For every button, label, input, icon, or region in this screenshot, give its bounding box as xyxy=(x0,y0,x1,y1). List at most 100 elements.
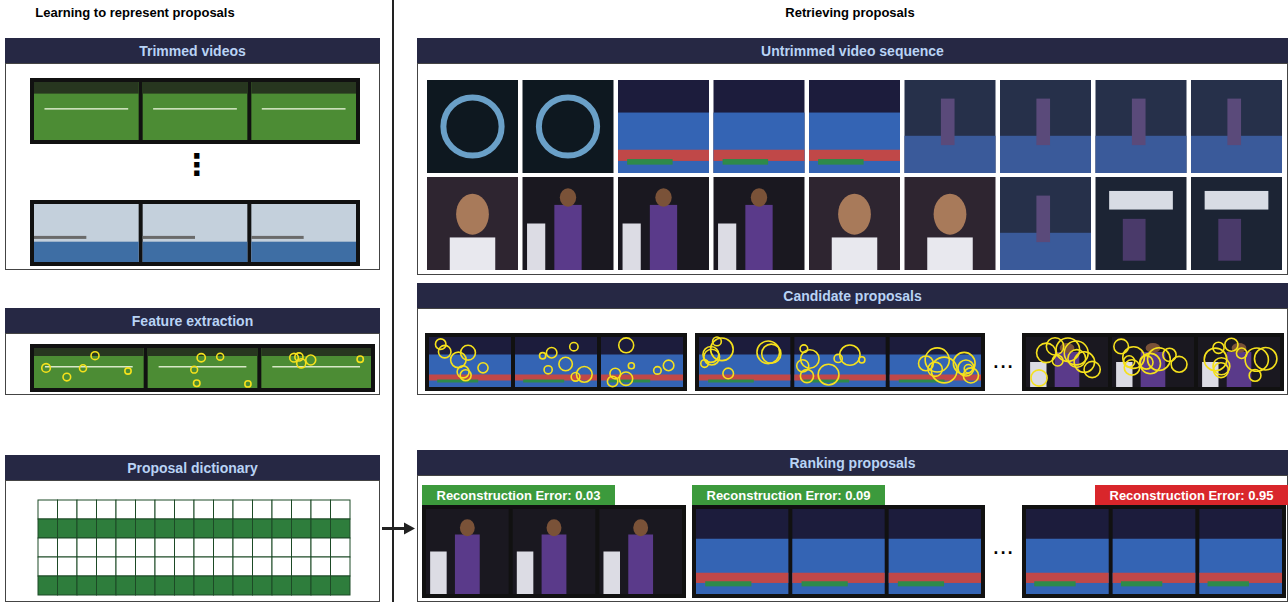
dictionary-cell xyxy=(311,557,331,576)
dictionary-cell xyxy=(116,500,136,519)
feature-circle xyxy=(723,368,734,379)
feature-circle xyxy=(80,365,87,372)
dictionary-cell xyxy=(331,557,351,576)
shape xyxy=(143,82,248,140)
score-badge: Reconstruction Error: 0.03 xyxy=(422,485,615,505)
dictionary-cell xyxy=(38,576,58,595)
video-frame xyxy=(714,177,805,270)
feature-circle xyxy=(963,368,978,383)
shape xyxy=(890,337,981,387)
shape xyxy=(34,204,139,262)
shape xyxy=(618,80,709,173)
feature-circle xyxy=(91,352,99,360)
feature-circle xyxy=(1124,356,1135,367)
shape xyxy=(427,80,518,173)
video-frame xyxy=(1198,337,1280,387)
feature-circle xyxy=(1084,361,1100,377)
shape xyxy=(429,337,511,387)
arrow-connector xyxy=(382,523,415,535)
shape xyxy=(1036,196,1050,243)
shape xyxy=(143,236,195,239)
feature-circle xyxy=(197,354,205,362)
dictionary-cell xyxy=(214,557,234,576)
panel-header: Feature extraction xyxy=(5,308,380,333)
video-frame xyxy=(34,348,144,388)
feature-circle xyxy=(1213,358,1230,375)
shape xyxy=(1198,337,1280,387)
feature-circle xyxy=(928,362,942,376)
video-frame xyxy=(905,177,996,270)
panel: Feature extraction xyxy=(5,308,380,395)
shape xyxy=(1030,362,1046,387)
feature-circle xyxy=(1056,338,1079,361)
dictionary-cell xyxy=(77,500,97,519)
film-strip xyxy=(1022,505,1286,598)
shape xyxy=(1123,219,1146,261)
video-frame xyxy=(794,337,885,387)
shape xyxy=(627,159,673,165)
film-strip xyxy=(30,78,360,144)
shape xyxy=(523,380,564,383)
score-label: Reconstruction Error: 0.03 xyxy=(437,488,601,503)
shape xyxy=(542,535,567,595)
shape xyxy=(430,552,447,595)
dictionary-cell xyxy=(331,519,351,538)
dictionary-cell xyxy=(194,538,214,557)
arrow-head xyxy=(404,523,415,535)
shape xyxy=(898,581,944,586)
video-frame xyxy=(889,509,981,594)
shape xyxy=(44,108,128,110)
panel-header: Proposal dictionary xyxy=(5,455,380,480)
shape xyxy=(941,99,955,146)
video-frame xyxy=(523,80,614,173)
dictionary-cell xyxy=(331,538,351,557)
video-frame xyxy=(148,348,258,388)
dictionary-cell xyxy=(155,538,175,557)
film-strip xyxy=(425,333,687,391)
dictionary-cell xyxy=(253,500,273,519)
panel-body xyxy=(417,308,1288,395)
feature-circle xyxy=(628,363,634,369)
shape xyxy=(745,205,772,270)
score-label: Reconstruction Error: 0.09 xyxy=(707,488,871,503)
dictionary-cell xyxy=(272,538,292,557)
shape xyxy=(927,237,973,270)
shape xyxy=(262,108,346,110)
shape xyxy=(148,348,258,356)
dictionary-cell xyxy=(272,557,292,576)
shape xyxy=(905,177,996,270)
feature-circle xyxy=(570,342,578,350)
panel-title: Proposal dictionary xyxy=(127,460,258,476)
dictionary-cell xyxy=(77,538,97,557)
video-frame xyxy=(601,337,683,387)
shape xyxy=(1218,219,1241,261)
panel-title: Untrimmed video sequence xyxy=(761,43,944,59)
video-frame xyxy=(890,337,981,387)
dictionary-cell xyxy=(292,500,312,519)
shape xyxy=(251,204,356,262)
shape xyxy=(1191,177,1282,270)
video-frame xyxy=(809,177,900,270)
shape xyxy=(153,108,237,110)
dictionary-cell xyxy=(136,576,156,595)
dictionary-cell xyxy=(175,500,195,519)
dictionary-cell xyxy=(272,576,292,595)
dictionary-cell xyxy=(233,538,253,557)
shape xyxy=(539,97,597,155)
shape xyxy=(1227,99,1241,146)
video-frame xyxy=(1191,177,1282,270)
shape xyxy=(889,539,981,594)
shape xyxy=(718,224,736,271)
dictionary-cell xyxy=(311,500,331,519)
shape xyxy=(1109,191,1173,210)
dictionary-cell xyxy=(136,500,156,519)
feature-circle xyxy=(704,349,720,365)
video-frame xyxy=(34,82,139,140)
feature-circle xyxy=(610,368,621,379)
shape xyxy=(251,242,356,262)
dictionary-cell xyxy=(272,500,292,519)
dictionary-cell xyxy=(97,557,117,576)
shape xyxy=(426,509,509,594)
shape xyxy=(1112,337,1194,387)
